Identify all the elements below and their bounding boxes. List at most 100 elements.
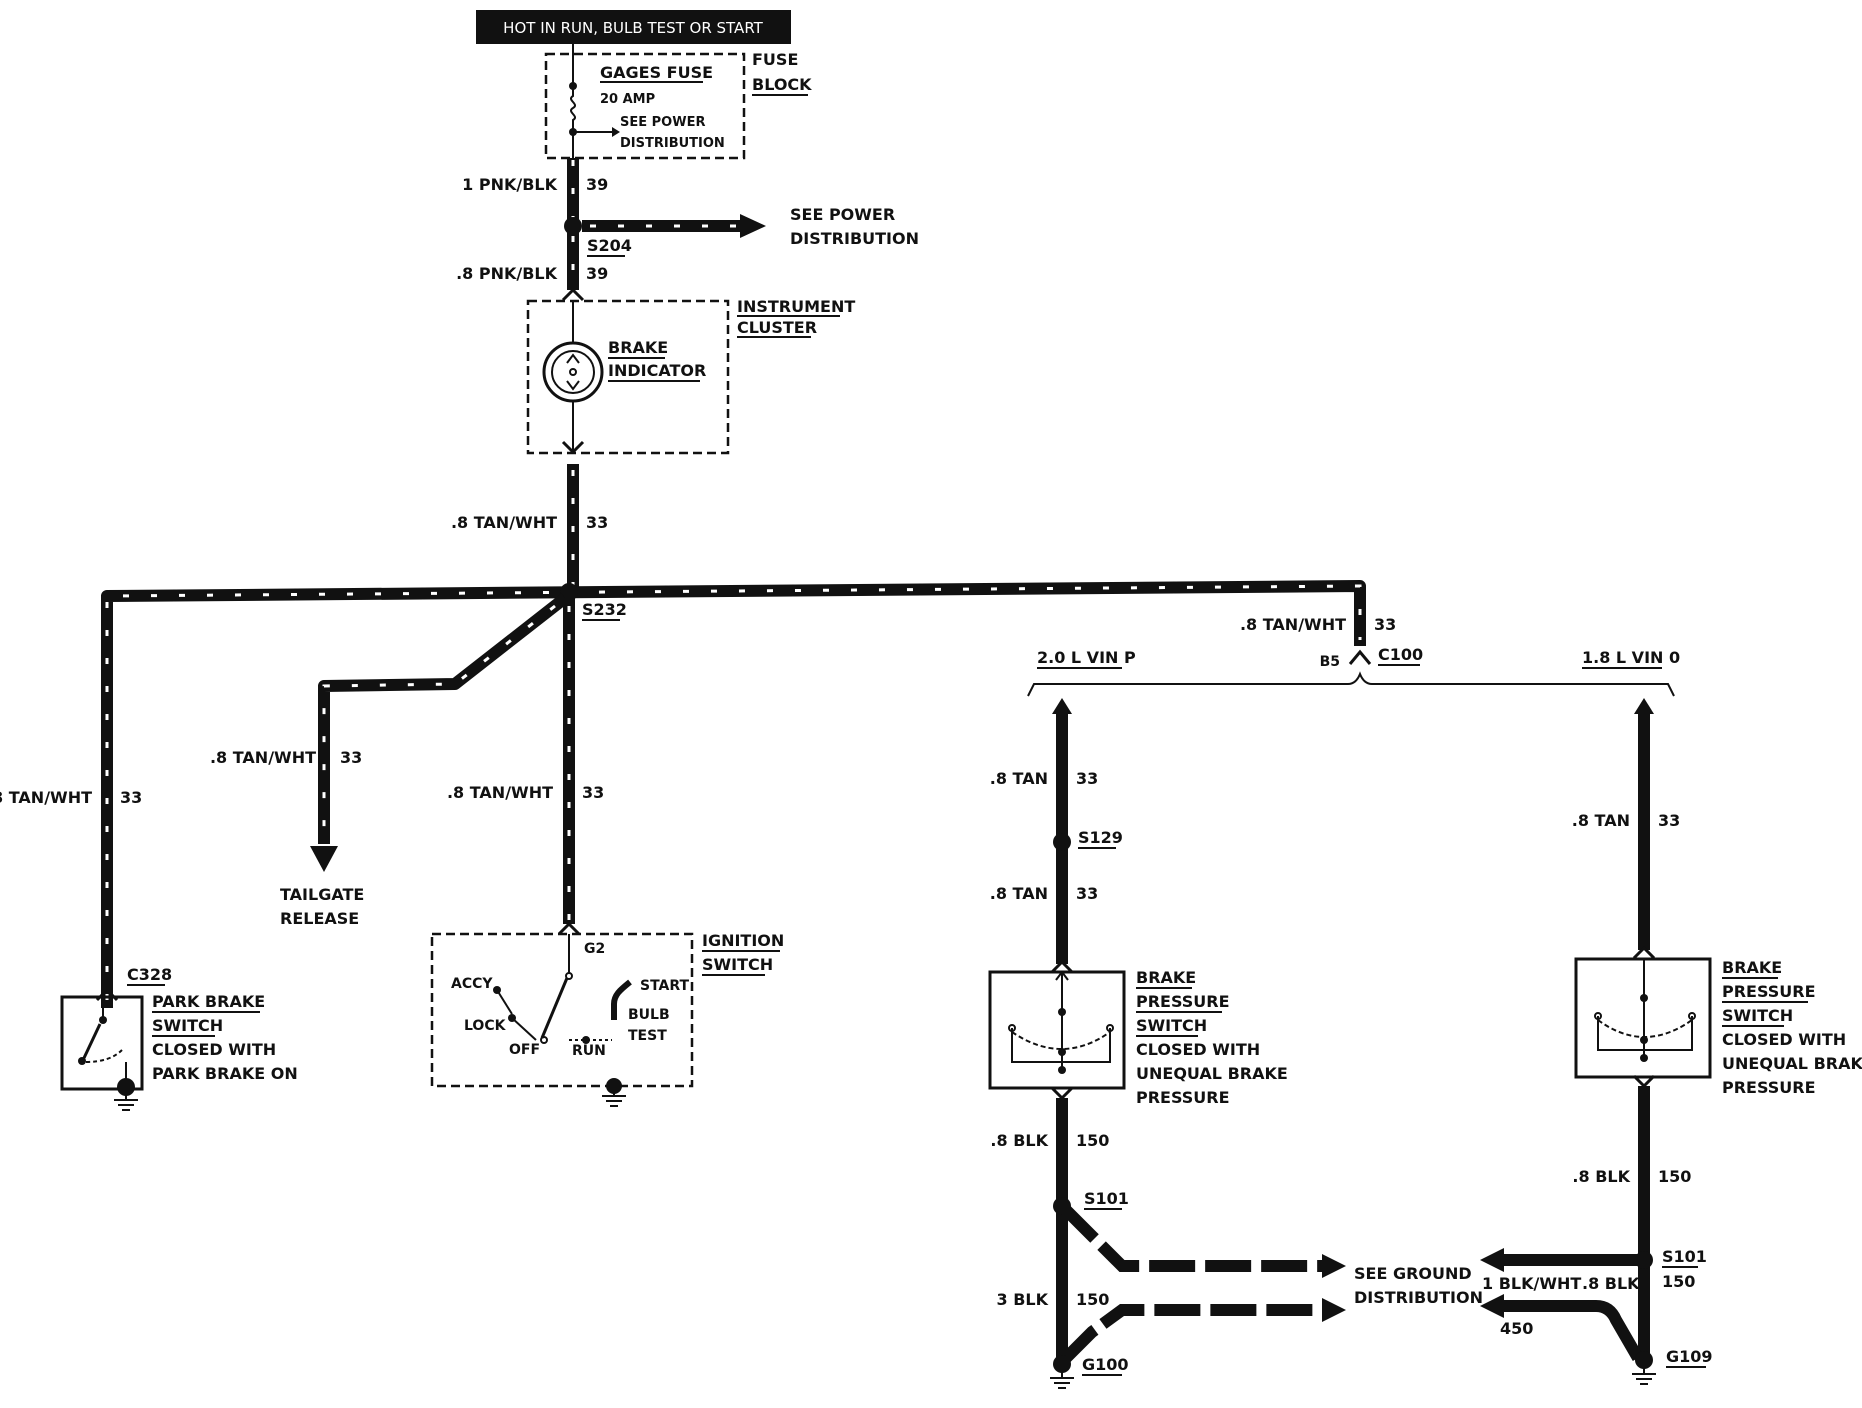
wire-label-tan-a: .8 TAN	[990, 769, 1048, 788]
fuse-block-label-1: FUSE	[752, 50, 798, 69]
park-brake-label-1: PARK BRAKE	[152, 992, 265, 1011]
circuit-33-tan-a: 33	[1076, 769, 1098, 788]
ground-dist-arrow-lower	[1322, 1298, 1346, 1322]
see-power-label-1: SEE POWER	[620, 115, 705, 130]
brake-indicator-label-2: INDICATOR	[608, 361, 706, 380]
bps-left-label-4: CLOSED WITH	[1136, 1040, 1260, 1059]
circuit-39-b: 39	[586, 264, 608, 283]
s204-label: S204	[587, 236, 632, 255]
park-brake-label-3: CLOSED WITH	[152, 1040, 276, 1059]
wire-tan-left-arrow	[1052, 698, 1072, 714]
contact-off	[540, 1036, 548, 1044]
ignition-ground-icon	[601, 1095, 627, 1107]
circuit-33-c100: 33	[1374, 615, 1396, 634]
hot-in-run-tag	[476, 10, 791, 44]
circuit-39-a: 39	[586, 175, 608, 194]
park-brake-label-4: PARK BRAKE ON	[152, 1064, 298, 1083]
tailgate-arrow	[310, 846, 338, 872]
s232-label: S232	[582, 600, 627, 619]
ground-dist-arrow-upper	[1322, 1254, 1346, 1278]
c328-label: C328	[127, 965, 172, 984]
c100-label: C100	[1378, 645, 1423, 664]
circuit-33-tail: 33	[340, 748, 362, 767]
bps-right-label-6: PRESSURE	[1722, 1078, 1816, 1097]
bulb-arrow-up	[566, 353, 580, 364]
fuse-element	[570, 64, 576, 158]
bps-right-connector-top	[1632, 945, 1656, 960]
bps-left-label-5: UNEQUAL BRAKE	[1136, 1064, 1288, 1083]
brake-indicator-bulb-inner	[551, 350, 595, 394]
bps-left-contact-bottom	[1058, 1048, 1066, 1056]
b5-label: B5	[1320, 654, 1340, 670]
wire-ground-dist-upper	[1057, 1201, 1330, 1272]
instrument-cluster-box	[526, 299, 730, 455]
off-label: OFF	[509, 1042, 540, 1058]
circuit-33-right: 33	[1658, 811, 1680, 830]
c100-connector	[1348, 649, 1372, 665]
lock-label: LOCK	[464, 1018, 507, 1034]
brake-indicator-bulb	[542, 341, 604, 403]
power-dist-arrow	[740, 214, 766, 238]
ignition-switch-blade	[540, 977, 569, 1039]
vin-0-label: 1.8 L VIN 0	[1582, 648, 1680, 667]
circuit-33-ign: 33	[582, 783, 604, 802]
circuit-33-tan-b: 33	[1076, 884, 1098, 903]
park-brake-pivot	[78, 1057, 86, 1065]
bps-left-label-3: SWITCH	[1136, 1016, 1207, 1035]
instrument-cluster-label-1: INSTRUMENT	[737, 297, 855, 316]
wire-label-blk-3: 3 BLK	[997, 1290, 1049, 1309]
bps-right-frame	[1597, 1016, 1693, 1051]
ignition-pivot-top	[565, 972, 573, 980]
wire-label-tan-right: .8 TAN	[1572, 811, 1630, 830]
hot-in-run-text: HOT IN RUN, BULB TEST OR START	[503, 19, 763, 37]
wire-label-blk-right-2: .8 BLK	[1582, 1274, 1640, 1293]
ground-icon-g100	[1049, 1377, 1075, 1389]
instrument-cluster-label-2: CLUSTER	[737, 318, 817, 337]
s101-left-label: S101	[1084, 1189, 1129, 1208]
circuit-150-left: 150	[1076, 1131, 1109, 1150]
park-brake-ground-icon	[113, 1099, 139, 1111]
bps-left-port-r	[1106, 1024, 1114, 1032]
start-label: START	[640, 978, 690, 994]
wire-ground-dist-lower	[1057, 1304, 1330, 1367]
lock-lead	[511, 1017, 537, 1041]
see-ground-label-1: SEE GROUND	[1354, 1264, 1472, 1283]
park-brake-label-2: SWITCH	[152, 1016, 223, 1035]
bps-left-frame	[1011, 1028, 1111, 1063]
see-ground-label-2: DISTRIBUTION	[1354, 1288, 1483, 1307]
distribution-label-1: DISTRIBUTION	[620, 136, 725, 151]
bps-right-contact-bottom	[1640, 1036, 1648, 1044]
bps-right-label-5: UNEQUAL BRAKE	[1722, 1054, 1862, 1073]
bps-right-port-r	[1688, 1012, 1696, 1020]
ground-icon-g109	[1631, 1373, 1657, 1385]
wire-label-tan-wht-ign: .8 TAN/WHT	[447, 783, 553, 802]
bps-left-contact-out	[1058, 1066, 1066, 1074]
tailgate-label-2: RELEASE	[280, 909, 359, 928]
wire-label-pnk-8: .8 PNK/BLK	[456, 264, 558, 283]
wire-tan-wht-bus-stripe	[105, 584, 1362, 1000]
wire-label-blk-left: .8 BLK	[990, 1131, 1048, 1150]
distribution-label-2: DISTRIBUTION	[790, 229, 919, 248]
bps-right-label-2: PRESSURE	[1722, 982, 1816, 1001]
circuit-33-a: 33	[586, 513, 608, 532]
wire-label-pnk-1: 1 PNK/BLK	[462, 175, 557, 194]
circuit-450: 450	[1500, 1319, 1533, 1338]
park-brake-contact-top	[99, 1016, 107, 1024]
g2-label: G2	[584, 941, 605, 957]
bps-right-label-1: BRAKE	[1722, 958, 1782, 977]
accy-label: ACCY	[451, 976, 493, 992]
bps-left-diaphragm	[1011, 1031, 1111, 1050]
wire-label-blk-wht: 1 BLK/WHT	[1482, 1274, 1581, 1293]
option-bracket	[1027, 671, 1675, 697]
bps-right-contact-top	[1640, 994, 1648, 1002]
circuit-150-right: 150	[1658, 1167, 1691, 1186]
cluster-connector-top	[561, 287, 585, 302]
wire-label-tan-wht-tail: .8 TAN/WHT	[210, 748, 316, 767]
circuit-33-left: 33	[120, 788, 142, 807]
wire-tan-wht-tailgate	[318, 593, 569, 844]
park-brake-mechanical-link	[85, 1049, 123, 1063]
ground-dist-arrow-right-lower	[1480, 1294, 1504, 1318]
ignition-switch-box	[430, 932, 694, 1088]
bps-right-label-4: CLOSED WITH	[1722, 1030, 1846, 1049]
circuit-150-right-2: 150	[1662, 1272, 1695, 1291]
